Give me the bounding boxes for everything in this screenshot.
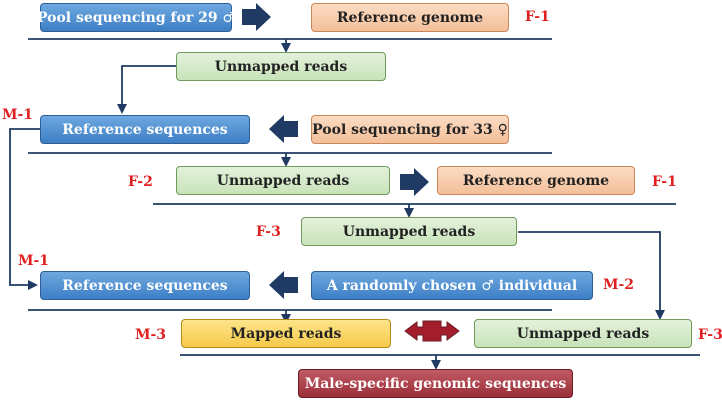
unmapped-reads-box: Unmapped reads <box>474 319 692 348</box>
elbow-connector <box>518 231 665 320</box>
step-label-f3: F-3 <box>698 327 722 343</box>
pool-sequencing-male-box: Pool sequencing for 29 ♂ <box>37 3 235 32</box>
step-label-m2: M-2 <box>603 277 635 293</box>
male-specific-sequences-box: Male-specific genomic sequences <box>298 369 573 398</box>
unmapped-reads-box: Unmapped reads <box>176 166 390 195</box>
pool-sequencing-female-box: Pool sequencing for 33 ♀ <box>311 115 509 144</box>
reference-sequences-box: Reference sequences <box>40 115 250 144</box>
step-label-m1: M-1 <box>18 253 50 269</box>
reference-sequences-box: Reference sequences <box>40 271 250 300</box>
mapped-reads-box: Mapped reads <box>181 319 391 348</box>
elbow-connector <box>117 65 176 114</box>
elbow-connector <box>9 128 40 290</box>
step-label-f1: F-1 <box>525 9 550 25</box>
block-arrow-left <box>269 271 298 299</box>
step-label-f3: F-3 <box>256 224 281 240</box>
random-male-individual-box: A randomly chosen ♂ individual <box>311 271 593 300</box>
block-arrow-left <box>269 115 298 143</box>
reference-genome-box: Reference genome <box>437 166 635 195</box>
step-label-m3: M-3 <box>135 327 167 343</box>
unmapped-reads-box: Unmapped reads <box>301 217 517 246</box>
block-arrow-right <box>242 3 271 31</box>
reference-genome-box: Reference genome <box>311 3 509 32</box>
step-label-m1: M-1 <box>2 107 34 123</box>
unmapped-reads-box: Unmapped reads <box>176 52 386 81</box>
double-arrow-red <box>404 320 460 342</box>
step-label-f2: F-2 <box>128 174 153 190</box>
step-label-f1: F-1 <box>652 174 677 190</box>
block-arrow-right <box>400 168 429 196</box>
